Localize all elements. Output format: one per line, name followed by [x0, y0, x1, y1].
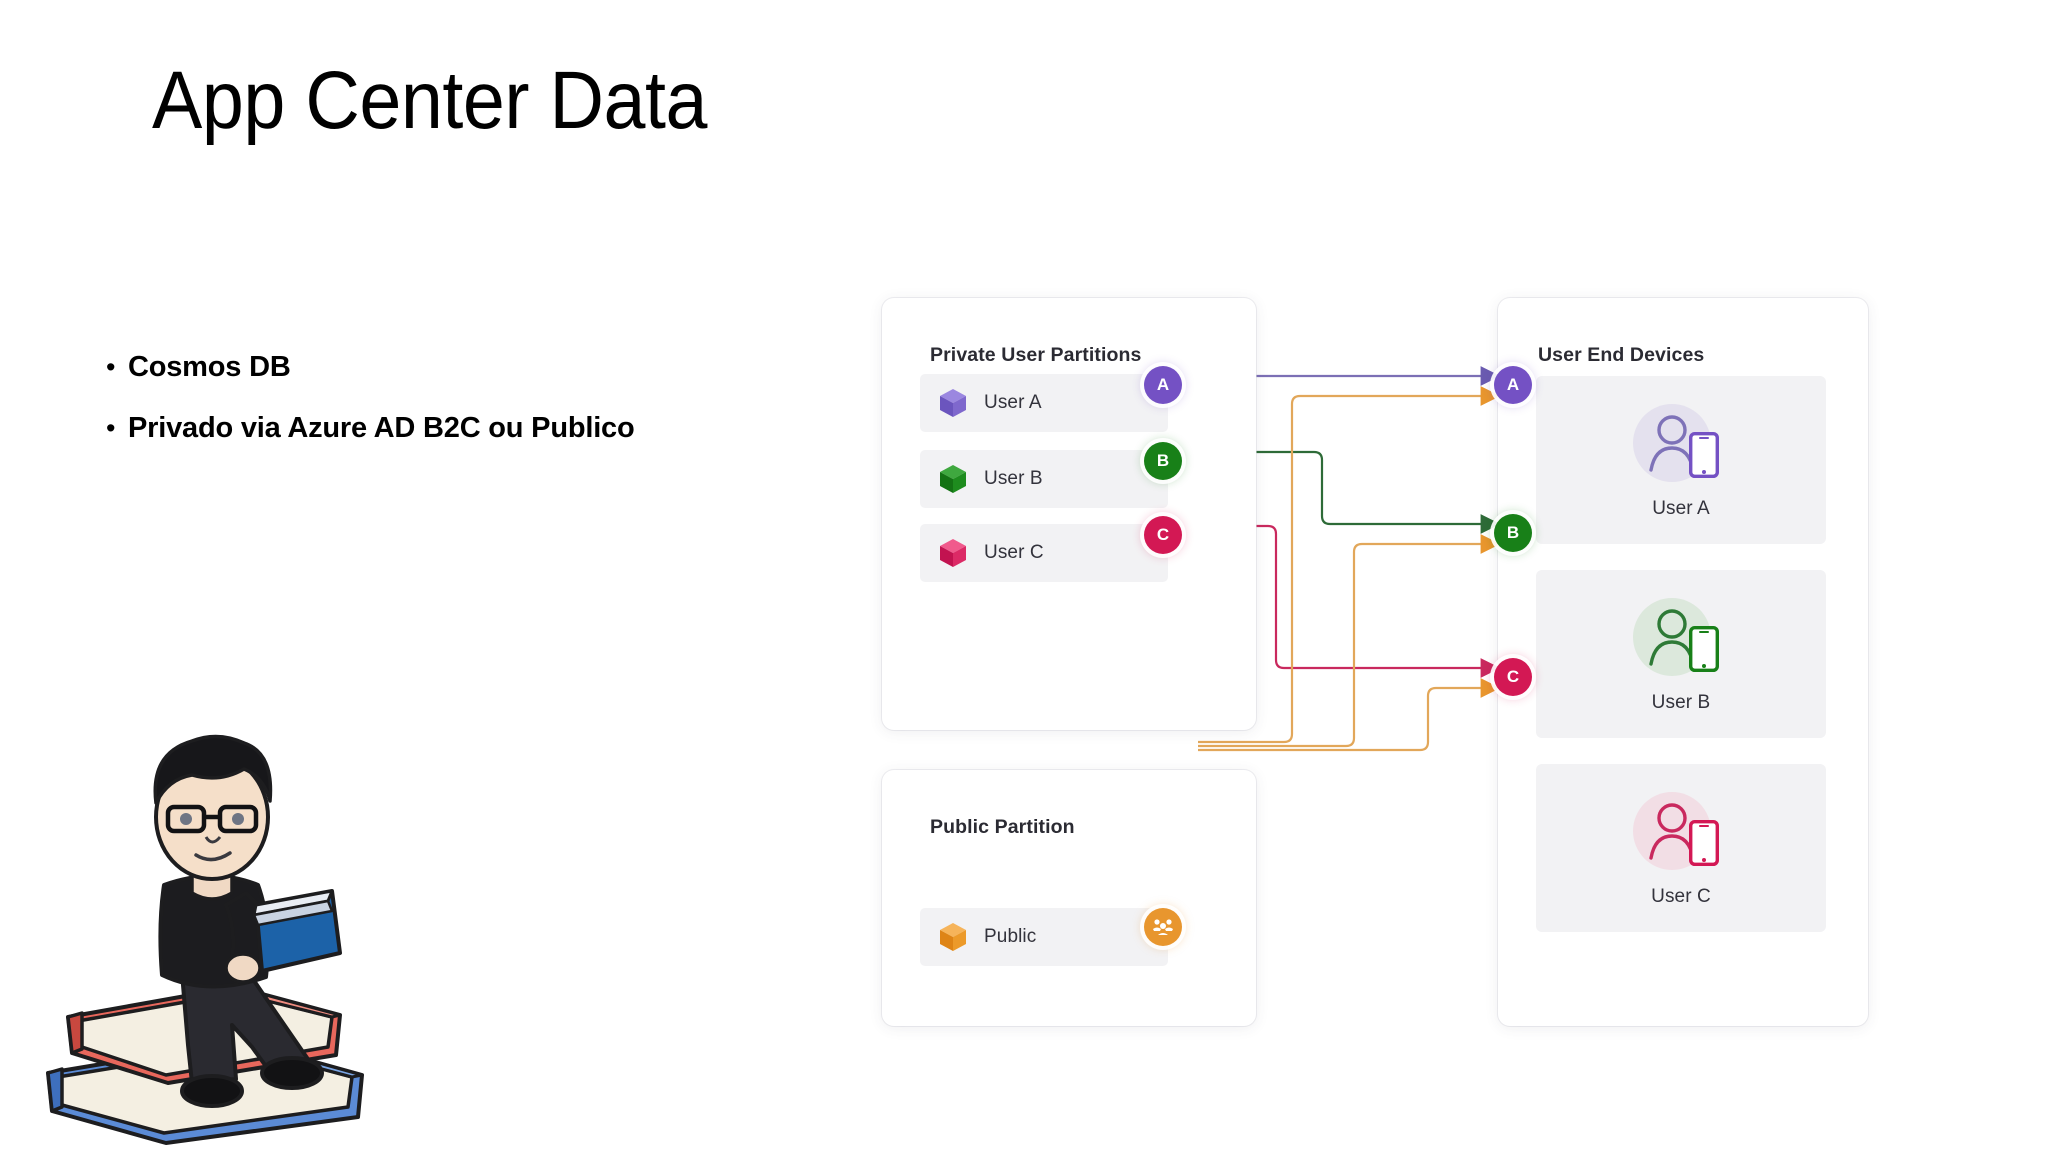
device-label: User B	[1651, 692, 1711, 713]
private-partitions-title: Private User Partitions	[930, 344, 1142, 366]
bullet-list: • Cosmos DB • Privado via Azure AD B2C o…	[100, 345, 820, 467]
app-center-data-diagram: Private User Partitions User A	[860, 280, 1980, 1070]
people-group-icon	[1153, 919, 1173, 935]
person-phone-icon	[1627, 596, 1735, 682]
list-item: • Privado via Azure AD B2C ou Publico	[100, 406, 820, 450]
device-card-user-c[interactable]: User C	[1536, 764, 1826, 932]
user-end-devices-panel: User End Devices User A	[1498, 298, 1868, 1026]
status-badge-public	[1144, 908, 1182, 946]
private-user-partitions-panel: Private User Partitions User A	[882, 298, 1256, 730]
list-item: • Cosmos DB	[100, 345, 820, 389]
device-card-user-a[interactable]: User A	[1536, 376, 1826, 544]
avatar	[40, 725, 370, 1145]
bullet-text: Cosmos DB	[128, 351, 291, 383]
status-badge-device-c: C	[1494, 658, 1532, 696]
cube-icon	[938, 537, 968, 569]
status-badge-device-b: B	[1494, 514, 1532, 552]
partition-label: User A	[984, 392, 1042, 413]
cube-icon	[938, 463, 968, 495]
status-badge-partition-a: A	[1144, 366, 1182, 404]
partition-label: User C	[984, 542, 1044, 563]
cube-icon	[938, 921, 968, 953]
public-partition-panel: Public Partition Public	[882, 770, 1256, 1026]
device-label: User A	[1652, 498, 1710, 519]
cube-icon	[938, 387, 968, 419]
public-partition-title: Public Partition	[930, 816, 1075, 838]
partition-label: User B	[984, 468, 1043, 489]
user-end-devices-title: User End Devices	[1538, 344, 1705, 366]
bullet-marker: •	[106, 352, 116, 382]
page-title: App Center Data	[152, 55, 708, 146]
partition-row-user-a[interactable]: User A	[920, 374, 1168, 432]
person-phone-icon	[1627, 790, 1735, 876]
partition-row-user-b[interactable]: User B	[920, 450, 1168, 508]
bullet-text: Privado via Azure AD B2C ou Publico	[128, 412, 635, 444]
device-card-user-b[interactable]: User B	[1536, 570, 1826, 738]
partition-row-user-c[interactable]: User C	[920, 524, 1168, 582]
status-badge-device-a: A	[1494, 366, 1532, 404]
status-badge-partition-b: B	[1144, 442, 1182, 480]
partition-row-public[interactable]: Public	[920, 908, 1168, 966]
status-badge-partition-c: C	[1144, 516, 1182, 554]
partition-label: Public	[984, 926, 1037, 947]
device-label: User C	[1651, 886, 1711, 907]
bullet-marker: •	[106, 413, 116, 443]
person-phone-icon	[1627, 402, 1735, 488]
